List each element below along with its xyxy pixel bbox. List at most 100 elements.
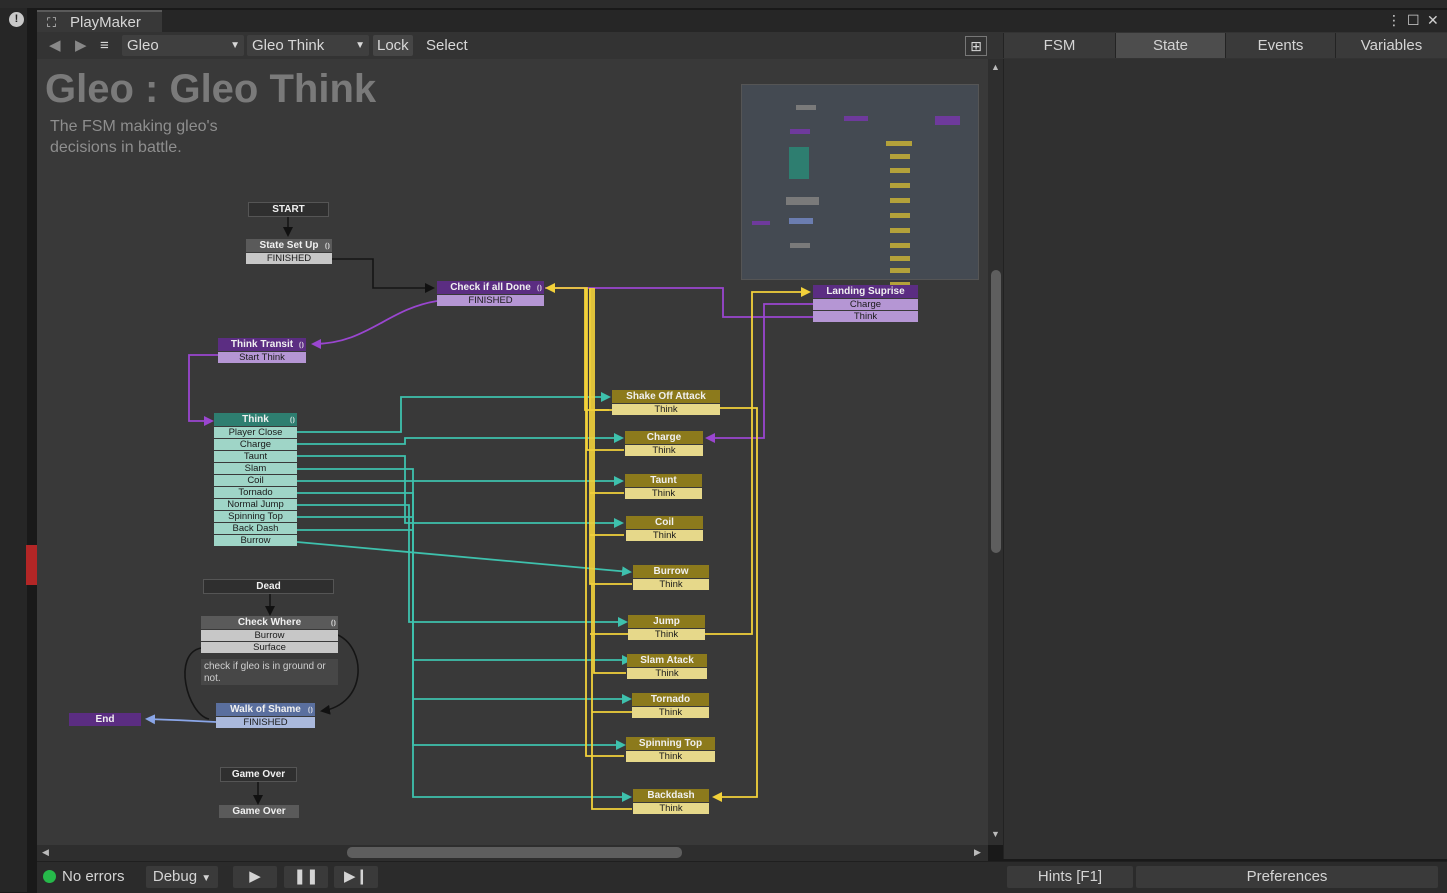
event-charge[interactable]: Charge	[813, 299, 918, 310]
play-button[interactable]: ▶	[233, 866, 277, 888]
playmaker-tab[interactable]: ⛶ PlayMaker	[37, 10, 162, 32]
vertical-scroll-thumb[interactable]	[991, 270, 1001, 553]
state-check-if-all-done[interactable]: Check if all Done⦅⦆ FINISHED	[437, 281, 544, 306]
event-think[interactable]: Think	[626, 530, 703, 541]
state-think[interactable]: Think⦅⦆ Player Close Charge Taunt Slam C…	[214, 413, 297, 546]
state-slam-atack[interactable]: Slam Atack Think	[627, 654, 707, 679]
preferences-button[interactable]: Preferences	[1136, 866, 1438, 888]
state-state-set-up[interactable]: State Set Up ⦅⦆ FINISHED	[246, 239, 332, 264]
state-walk-of-shame[interactable]: Walk of Shame⦅⦆ FINISHED	[216, 703, 315, 728]
state-jump[interactable]: Jump Think	[628, 615, 705, 640]
state-game-over[interactable]: Game Over	[219, 805, 299, 818]
chevron-down-icon: ▼	[230, 40, 240, 51]
state-start[interactable]: START	[248, 202, 329, 217]
state-title: Game Over	[219, 805, 299, 818]
window-title: PlayMaker	[70, 14, 141, 31]
state-title: Landing Suprise	[813, 285, 918, 298]
event-start-think[interactable]: Start Think	[218, 352, 306, 363]
event-coil[interactable]: Coil	[214, 475, 297, 486]
event-finished[interactable]: FINISHED	[437, 295, 544, 306]
lock-button[interactable]: Lock	[373, 35, 413, 56]
scroll-right-icon[interactable]: ▶	[974, 847, 981, 857]
event-think[interactable]: Think	[626, 751, 715, 762]
state-burrow[interactable]: Burrow Think	[633, 565, 709, 590]
event-finished[interactable]: FINISHED	[246, 253, 332, 264]
left-gutter	[0, 8, 27, 892]
tab-fsm[interactable]: FSM	[1003, 33, 1115, 58]
step-button[interactable]: ▶❙	[334, 866, 378, 888]
pause-button[interactable]: ❚❚	[284, 866, 328, 888]
event-slam[interactable]: Slam	[214, 463, 297, 474]
settings-icon[interactable]: ⊞	[965, 36, 987, 56]
event-charge[interactable]: Charge	[214, 439, 297, 450]
tab-variables[interactable]: Variables	[1335, 33, 1447, 58]
event-taunt[interactable]: Taunt	[214, 451, 297, 462]
event-back-dash[interactable]: Back Dash	[214, 523, 297, 534]
event-think[interactable]: Think	[628, 629, 705, 640]
state-coil[interactable]: Coil Think	[626, 516, 703, 541]
state-title: State Set Up	[259, 240, 319, 251]
event-think[interactable]: Think	[633, 579, 709, 590]
event-think[interactable]: Think	[633, 803, 709, 814]
select-button[interactable]: Select	[426, 37, 468, 54]
pause-icon: ❚❚	[293, 868, 319, 885]
gear-icon: ⦅⦆	[324, 241, 330, 250]
event-tornado[interactable]: Tornado	[214, 487, 297, 498]
event-think[interactable]: Think	[612, 404, 720, 415]
horizontal-scroll-thumb[interactable]	[347, 847, 682, 858]
event-finished[interactable]: FINISHED	[216, 717, 315, 728]
more-options-icon[interactable]: ⋮	[1387, 12, 1401, 28]
event-think[interactable]: Think	[632, 707, 709, 718]
fsm-owner-value: Gleo	[127, 37, 159, 54]
state-spinning-top[interactable]: Spinning Top Think	[626, 737, 715, 762]
global-transition-dead[interactable]: Dead	[203, 579, 334, 594]
fsm-graph-canvas[interactable]: Gleo : Gleo Think The FSM making gleo's …	[37, 59, 988, 845]
hints-button[interactable]: Hints [F1]	[1007, 866, 1133, 888]
inspector-panel	[1003, 59, 1447, 859]
event-player-close[interactable]: Player Close	[214, 427, 297, 438]
graph-description: The FSM making gleo's decisions in battl…	[50, 118, 218, 156]
event-think[interactable]: Think	[625, 445, 703, 456]
state-tornado[interactable]: Tornado Think	[632, 693, 709, 718]
graph-minimap[interactable]	[741, 84, 979, 287]
state-end[interactable]: End	[69, 713, 141, 726]
fsm-name-select[interactable]: Gleo Think▼	[247, 35, 369, 56]
state-title: START	[248, 202, 329, 217]
chevron-down-icon: ▼	[355, 40, 365, 51]
state-landing-suprise[interactable]: Landing Suprise Charge Think	[813, 285, 918, 322]
debug-dropdown[interactable]: Debug ▼	[146, 866, 218, 888]
state-title: Walk of Shame	[230, 704, 301, 715]
scroll-down-icon[interactable]: ▼	[991, 829, 1000, 839]
fsm-owner-select[interactable]: Gleo ▼	[122, 35, 244, 56]
state-backdash[interactable]: Backdash Think	[633, 789, 709, 814]
back-arrow-icon[interactable]: ◀	[49, 37, 61, 54]
event-surface[interactable]: Surface	[201, 642, 338, 653]
event-think[interactable]: Think	[813, 311, 918, 322]
playmaker-icon: ⛶	[47, 15, 57, 30]
hamburger-icon[interactable]: ≡	[100, 37, 109, 54]
global-transition-game-over[interactable]: Game Over	[220, 767, 297, 782]
event-think[interactable]: Think	[627, 668, 707, 679]
event-spinning-top[interactable]: Spinning Top	[214, 511, 297, 522]
state-title: Slam Atack	[627, 654, 707, 667]
event-think[interactable]: Think	[625, 488, 702, 499]
event-burrow[interactable]: Burrow	[201, 630, 338, 641]
state-shake-off-attack[interactable]: Shake Off Attack Think	[612, 390, 720, 415]
state-title: Think Transit	[230, 339, 294, 350]
scroll-up-icon[interactable]: ▲	[991, 62, 1000, 72]
state-think-transit[interactable]: Think Transit⦅⦆ Start Think	[218, 338, 306, 363]
error-status[interactable]: No errors	[43, 866, 125, 888]
close-icon[interactable]: ✕	[1427, 12, 1439, 28]
warning-icon[interactable]: !	[9, 12, 24, 27]
forward-arrow-icon[interactable]: ▶	[75, 37, 87, 54]
scroll-left-icon[interactable]: ◀	[42, 847, 49, 857]
state-taunt[interactable]: Taunt Think	[625, 474, 702, 499]
state-check-where[interactable]: Check Where⦅⦆ Burrow Surface	[201, 616, 338, 653]
state-charge[interactable]: Charge Think	[625, 431, 703, 456]
event-normal-jump[interactable]: Normal Jump	[214, 499, 297, 510]
tab-state[interactable]: State	[1115, 33, 1225, 58]
maximize-icon[interactable]: ☐	[1407, 12, 1420, 28]
event-burrow[interactable]: Burrow	[214, 535, 297, 546]
tab-events[interactable]: Events	[1225, 33, 1335, 58]
state-title: Taunt	[625, 474, 702, 487]
